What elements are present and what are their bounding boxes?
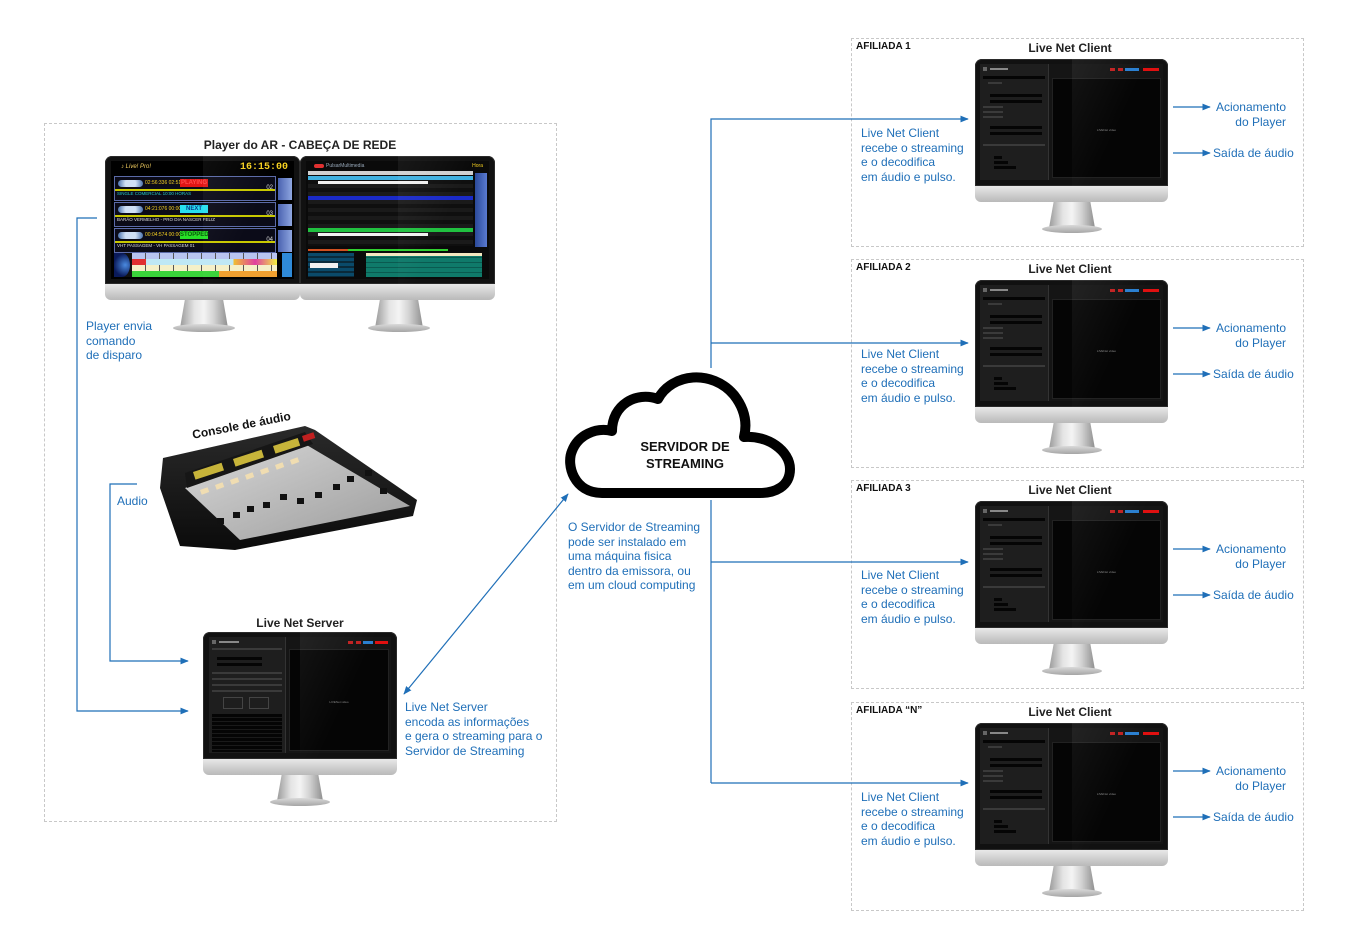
server-title: Live Net Server <box>256 616 344 630</box>
deck-1-status: PLAYING <box>180 179 208 187</box>
player-command-label: Player envia comando de disparo <box>86 319 153 362</box>
client-title: Live Net Client <box>1028 262 1112 276</box>
deck-2-number: 03 <box>266 211 273 217</box>
affiliate-box <box>851 480 1304 689</box>
output-player-trigger-label: Acionamento do Player <box>1215 321 1286 350</box>
cloud-label-line2: STREAMING <box>646 456 724 471</box>
output-audio-label: Saída de áudio <box>1213 588 1294 602</box>
output-player-trigger-label: Acionamento do Player <box>1215 764 1286 793</box>
affiliate-label: AFILIADA “N” <box>856 705 923 716</box>
head-station-title: Player do AR - CABEÇA DE REDE <box>203 138 397 152</box>
affiliate-label: AFILIADA 2 <box>856 262 911 273</box>
cloud-caption: O Servidor de Streaming pode ser instala… <box>568 520 701 592</box>
player-monitor-right: PulsarMultimedia Hora <box>300 156 495 336</box>
client-caption: Live Net Client recebe o streaming e o d… <box>861 126 964 184</box>
deck-1: 02:56:336 02:51:5 PLAYING SINGLE COMERCI… <box>114 176 276 201</box>
player-monitor-left: ♪ Live! Pro! 16:15:00 02:56:336 02:51:5 … <box>105 156 300 336</box>
client-monitor: LIVENet video <box>975 723 1168 901</box>
client-app-screen: LIVENet video <box>980 506 1163 622</box>
cloud-label: SERVIDOR DE STREAMING <box>600 438 770 472</box>
player-logo: ♪ Live! Pro! <box>121 164 152 170</box>
deck-3-track: VHT PASSAGEM - VH PASSAGEM 01 <box>117 243 195 248</box>
deck-2-status: NEXT <box>180 205 208 213</box>
client-app-screen: LIVENet video <box>980 285 1163 401</box>
audio-label: Audio <box>117 494 148 508</box>
output-audio-label: Saída de áudio <box>1213 367 1294 381</box>
cart-grid <box>114 253 277 277</box>
affiliate-label: AFILIADA 3 <box>856 483 911 494</box>
cloud-icon <box>565 372 795 498</box>
head-station-group <box>44 123 557 822</box>
deck-3-number: 04 <box>266 237 273 243</box>
player-clock: 16:15:00 <box>239 162 288 173</box>
client-app-screen: LIVENet video <box>980 64 1163 180</box>
output-player-trigger-label: Acionamento do Player <box>1215 542 1286 571</box>
client-caption: Live Net Client recebe o streaming e o d… <box>861 347 964 405</box>
deck-1-track: SINGLE COMERCIAL 10:00 HORAS <box>117 191 192 196</box>
client-monitor: LIVENet video <box>975 59 1168 237</box>
audio-console: Console de áudio <box>155 409 417 558</box>
deck-3: 00:04:574 00:00:00 STOPPED VHT PASSAGEM … <box>114 228 276 253</box>
client-monitor: LIVENet video <box>975 280 1168 458</box>
server-monitor: LIVENet video <box>203 632 397 810</box>
player-screen: ♪ Live! Pro! 16:15:00 02:56:336 02:51:5 … <box>111 161 294 279</box>
playlist-screen: PulsarMultimedia Hora <box>306 161 489 279</box>
client-title: Live Net Client <box>1028 483 1112 497</box>
client-caption: Live Net Client recebe o streaming e o d… <box>861 790 964 848</box>
server-app-screen: LIVENet video <box>209 637 391 753</box>
deck-2: 04:21:076 00:00:00 NEXT BARÃO VERMELHO -… <box>114 202 276 227</box>
affiliate-label: AFILIADA 1 <box>856 41 911 52</box>
deck-2-track: BARÃO VERMELHO - PRO DIA NASCER FELIZ <box>117 217 216 222</box>
output-audio-label: Saída de áudio <box>1213 146 1294 160</box>
deck-1-number: 02 <box>266 185 273 191</box>
output-player-trigger-label: Acionamento do Player <box>1215 100 1286 129</box>
server-caption: Live Net Server encoda as informações e … <box>405 700 543 758</box>
affiliate-box <box>851 702 1304 911</box>
client-caption: Live Net Client recebe o streaming e o d… <box>861 568 964 626</box>
deck-3-status: STOPPED <box>180 231 209 239</box>
client-app-screen: LIVENet video <box>980 728 1163 844</box>
output-audio-label: Saída de áudio <box>1213 810 1294 824</box>
client-title: Live Net Client <box>1028 41 1112 55</box>
cloud-label-line1: SERVIDOR DE <box>640 439 730 454</box>
client-title: Live Net Client <box>1028 705 1112 719</box>
client-monitor: LIVENet video <box>975 501 1168 679</box>
